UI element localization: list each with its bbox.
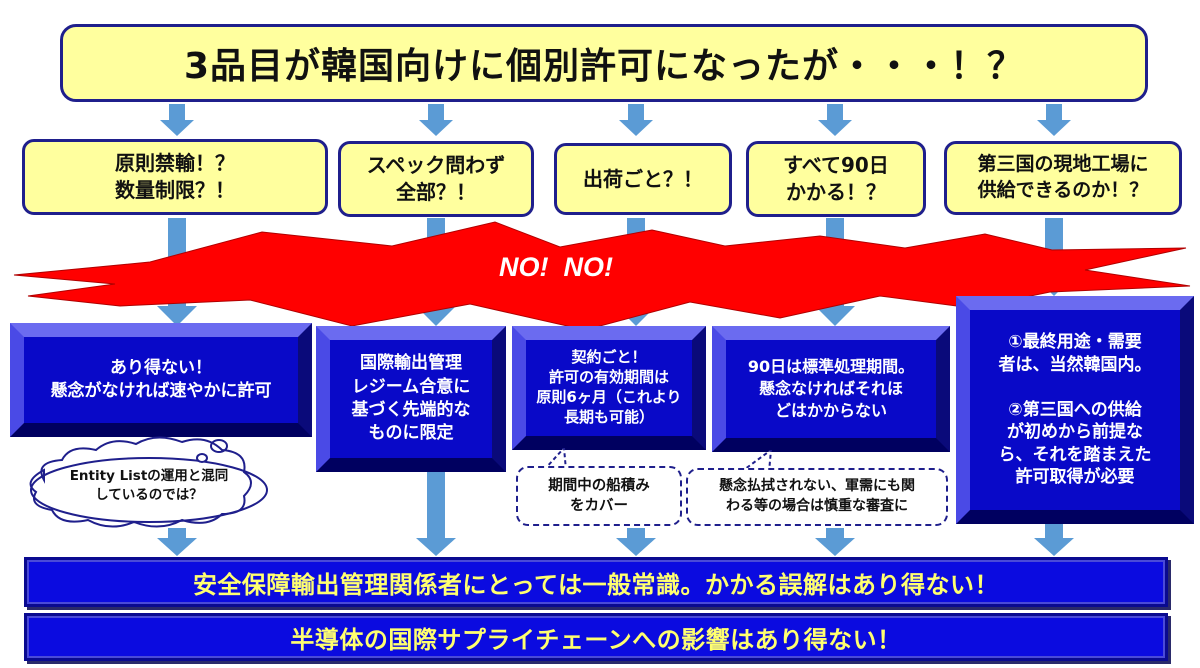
arrow-down-icon (416, 472, 456, 556)
arrow-down-icon (1037, 104, 1071, 136)
answer-box-2: 国際輸出管理 レジーム合意に 基づく先端的な ものに限定 (316, 326, 506, 472)
answer-box-4: 90日は標準処理期間。 懸念なければそれほ どはかからない (712, 326, 950, 452)
question-box-1: 原則禁輸！？ 数量制限？！ (22, 139, 328, 215)
question-box-3: 出荷ごと？！ (554, 143, 732, 215)
arrow-down-icon (157, 528, 197, 556)
question-box-2: スペック問わず 全部？！ (338, 141, 534, 217)
question-box-4: すべて90日 かかる！？ (746, 141, 926, 217)
arrow-down-icon (160, 104, 194, 136)
cloud-note: Entity Listの運用と混同 しているのでは？ (69, 468, 229, 503)
note-box-1: 期間中の船積み をカバー (516, 466, 682, 526)
note-pointer-2 (739, 450, 773, 472)
answer-box-1: あり得ない！ 懸念がなければ速やかに許可 (10, 323, 312, 437)
arrow-down-icon (818, 104, 852, 136)
arrow-down-icon (1034, 524, 1074, 556)
diagram-title: 3品目が韓国向けに個別許可になったが・・・！？ (60, 24, 1148, 102)
burst-label: NO! NO! (499, 252, 613, 282)
answer-box-3: 契約ごと！ 許可の有効期間は 原則6ヶ月（これより 長期も可能） (512, 326, 706, 450)
note-box-2: 懸念払拭されない、軍需にも関 わる等の場合は慎重な審査に (686, 468, 948, 526)
conclusion-band-2: 半導体の国際サプライチェーンへの影響はあり得ない！ (24, 613, 1168, 661)
arrow-down-icon (419, 104, 453, 136)
question-box-5: 第三国の現地工場に 供給できるのか！？ (944, 141, 1182, 215)
arrow-down-icon (616, 528, 656, 556)
arrow-down-icon (815, 528, 855, 556)
conclusion-band-1: 安全保障輸出管理関係者にとっては一般常識。かかる誤解はあり得ない！ (24, 557, 1168, 607)
arrow-down-icon (619, 104, 653, 136)
note-pointer-1 (542, 448, 568, 470)
answer-box-5: ①最終用途・需要 者は、当然韓国内。 ②第三国への供給 が初めから前提な ら、そ… (956, 296, 1194, 524)
burst-label-wrap: NO! NO! (0, 252, 1200, 283)
cloud-shape (29, 436, 268, 528)
